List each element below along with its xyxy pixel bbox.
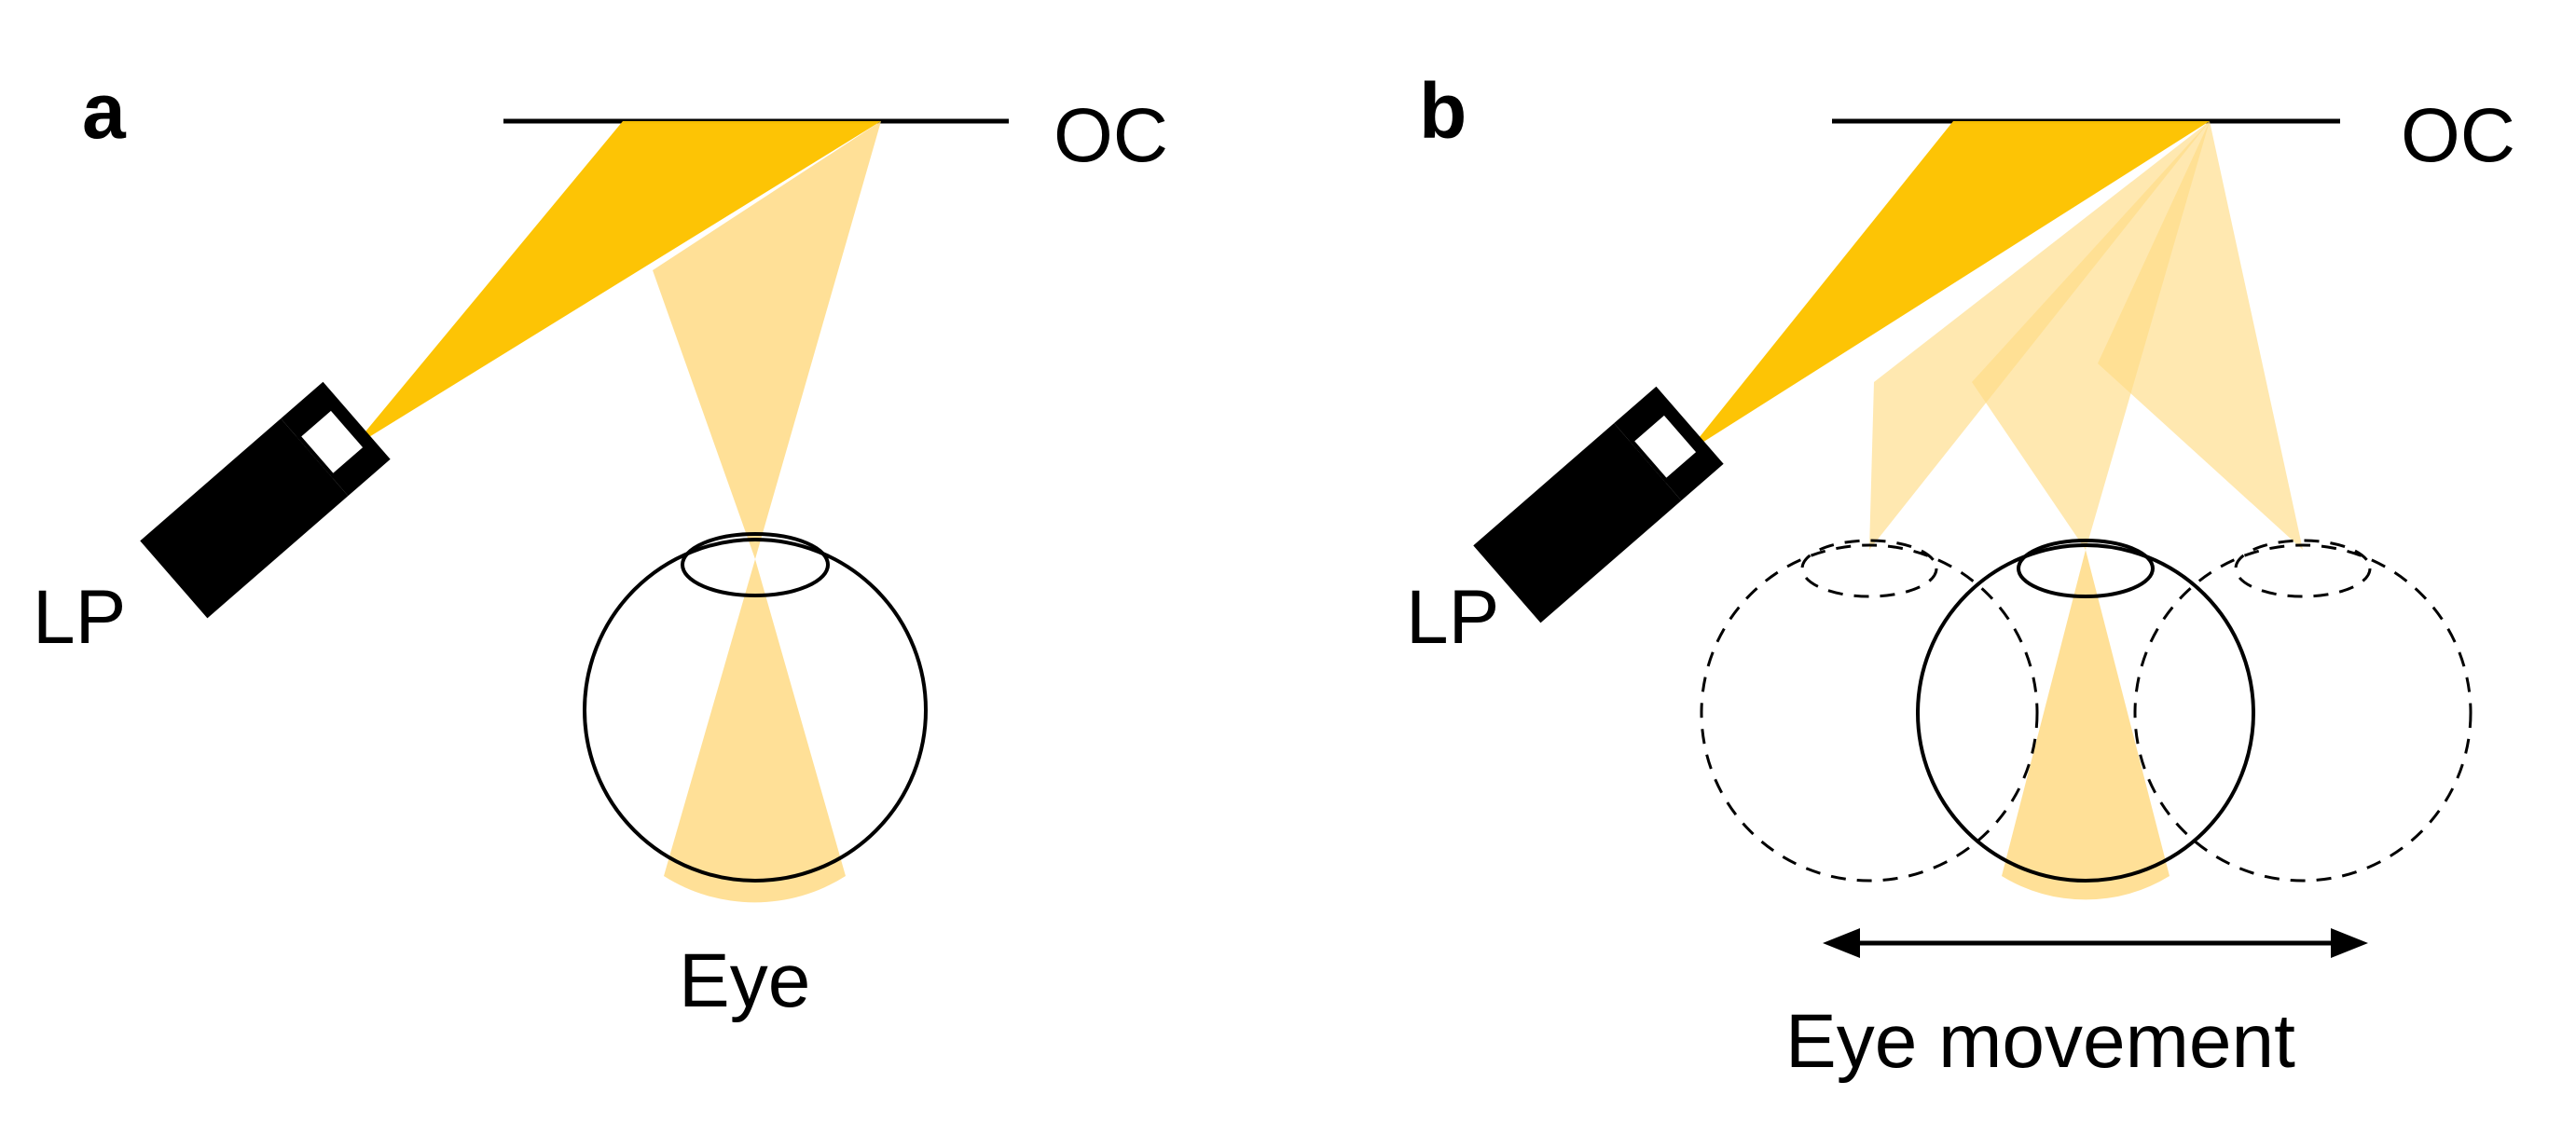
panel-b-reflected-beam-right bbox=[2098, 121, 2303, 550]
panel-a: a OC LP Eye bbox=[33, 67, 1168, 1023]
panel-b-cornea-center bbox=[2017, 539, 2155, 598]
panel-b-eye-movement-label: Eye movement bbox=[1785, 999, 2295, 1084]
panel-b-cornea-left-dashed bbox=[1800, 539, 1938, 598]
panel-a-retina-area bbox=[664, 876, 846, 903]
panel-b-retina-beam bbox=[2002, 550, 2170, 876]
panel-b-eyeball-left-dashed bbox=[1700, 543, 2039, 883]
panel-b-cornea-right-dashed bbox=[2234, 539, 2372, 598]
panel-b-eyeball-center bbox=[1916, 543, 2255, 883]
panel-b-reflected-beam-center bbox=[1972, 121, 2210, 550]
panel-b: b OC LP bbox=[1406, 67, 2515, 1084]
panel-a-eyeball bbox=[583, 538, 928, 883]
panel-a-retina-beam bbox=[664, 559, 846, 876]
panel-b-lp-label: LP bbox=[1406, 575, 1499, 660]
panel-b-laser-projector bbox=[1473, 386, 1724, 623]
panel-a-projection-beam bbox=[352, 121, 881, 447]
panel-a-laser-projector bbox=[140, 381, 391, 619]
panel-b-retina-area bbox=[2002, 876, 2170, 900]
panel-b-eyeball-right-dashed bbox=[2133, 543, 2473, 883]
panel-a-eye-label: Eye bbox=[679, 938, 810, 1023]
panel-a-reflected-beam bbox=[653, 121, 881, 559]
panel-b-letter: b bbox=[1419, 67, 1467, 155]
panel-a-lp-label: LP bbox=[33, 575, 126, 660]
panel-a-oc-label: OC bbox=[1054, 93, 1168, 178]
panel-b-projection-beam bbox=[1687, 121, 2210, 452]
panel-a-cornea bbox=[681, 532, 830, 597]
panel-b-oc-label: OC bbox=[2401, 93, 2515, 178]
panel-b-movement-arrow bbox=[1823, 928, 2368, 958]
panel-a-letter: a bbox=[82, 67, 127, 155]
